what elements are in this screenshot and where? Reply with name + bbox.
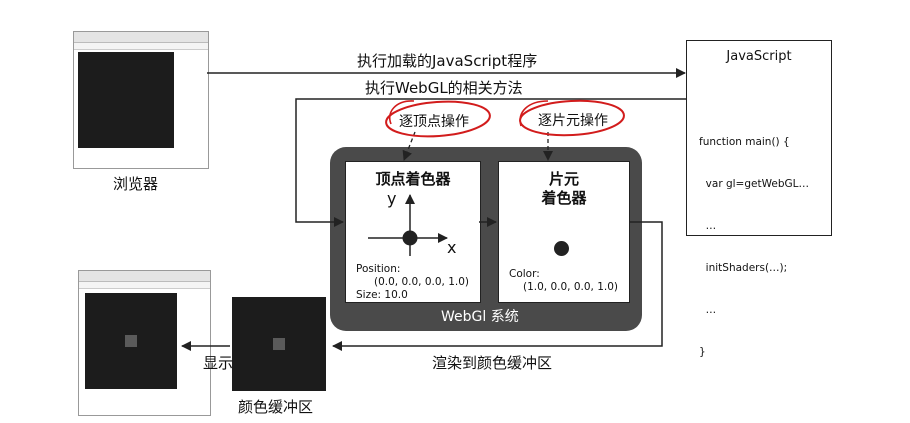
browser-address-bar	[74, 43, 208, 50]
dashed-arrow-vertex	[402, 131, 416, 161]
annotation-circle-fragment	[519, 99, 625, 137]
browser-window-top	[73, 31, 209, 169]
browser-tab-bar	[74, 32, 208, 43]
annotation-tail-fragment	[519, 100, 549, 127]
vertex-shader-box: 顶点着色器 Position: (0.0, 0.0, 0.0, 1.0) Siz…	[345, 161, 481, 303]
browser-address-bar-bottom	[79, 282, 210, 289]
webgl-canvas-result	[85, 293, 177, 389]
vertex-shader-title: 顶点着色器	[375, 170, 451, 188]
color-buffer-point	[273, 338, 285, 350]
code-line: }	[699, 346, 706, 358]
vertex-point	[402, 230, 418, 246]
fragment-point	[554, 241, 569, 256]
code-line: …	[699, 304, 717, 316]
render-to-buffer-label: 渲染到颜色缓冲区	[432, 354, 553, 372]
per-fragment-label: 逐片元操作	[538, 113, 608, 129]
execute-webgl-label: 执行WebGL的相关方法	[365, 79, 523, 97]
axis-y-label: y	[387, 189, 397, 208]
browser-tab-bar-bottom	[79, 271, 210, 282]
color-value: (1.0, 0.0, 0.0, 1.0)	[523, 281, 619, 293]
code-line: …	[699, 220, 717, 232]
browser-label: 浏览器	[113, 175, 159, 193]
javascript-title: JavaScript	[726, 49, 792, 64]
webgl-system-label: WebGl 系统	[441, 309, 519, 325]
javascript-code: function main() { var gl=getWebGL… … ini…	[699, 107, 809, 387]
axis-x-label: x	[447, 238, 457, 257]
fragment-shader-title-2: 着色器	[541, 189, 587, 207]
execute-js-label: 执行加载的JavaScript程序	[357, 52, 538, 70]
rendered-point	[125, 335, 137, 347]
color-buffer-square	[232, 297, 326, 391]
arrow-execute-webgl	[295, 98, 686, 227]
webgl-system: 顶点着色器 Position: (0.0, 0.0, 0.0, 1.0) Siz…	[330, 147, 642, 331]
code-line: initShaders(…);	[699, 262, 788, 274]
color-label: Color:	[509, 268, 540, 280]
display-label: 显示	[203, 354, 234, 372]
per-vertex-label: 逐顶点操作	[399, 114, 469, 130]
fragment-shader-box: 片元 着色器 Color: (1.0, 0.0, 0.0, 1.0)	[498, 161, 630, 303]
annotation-tail-vertex	[389, 100, 415, 125]
javascript-box: JavaScript function main() { var gl=getW…	[686, 40, 832, 358]
color-buffer-label: 颜色缓冲区	[238, 398, 314, 416]
position-label: Position:	[356, 263, 401, 275]
fragment-shader-title-1: 片元	[548, 170, 579, 188]
arrow-render-to-buffer	[332, 221, 663, 351]
annotation-circle-vertex	[385, 100, 491, 138]
code-line: function main() {	[699, 136, 790, 148]
size-label: Size: 10.0	[356, 289, 408, 301]
position-value: (0.0, 0.0, 0.0, 1.0)	[374, 276, 470, 288]
code-line: var gl=getWebGL…	[699, 178, 809, 190]
webgl-canvas-black	[78, 52, 174, 148]
